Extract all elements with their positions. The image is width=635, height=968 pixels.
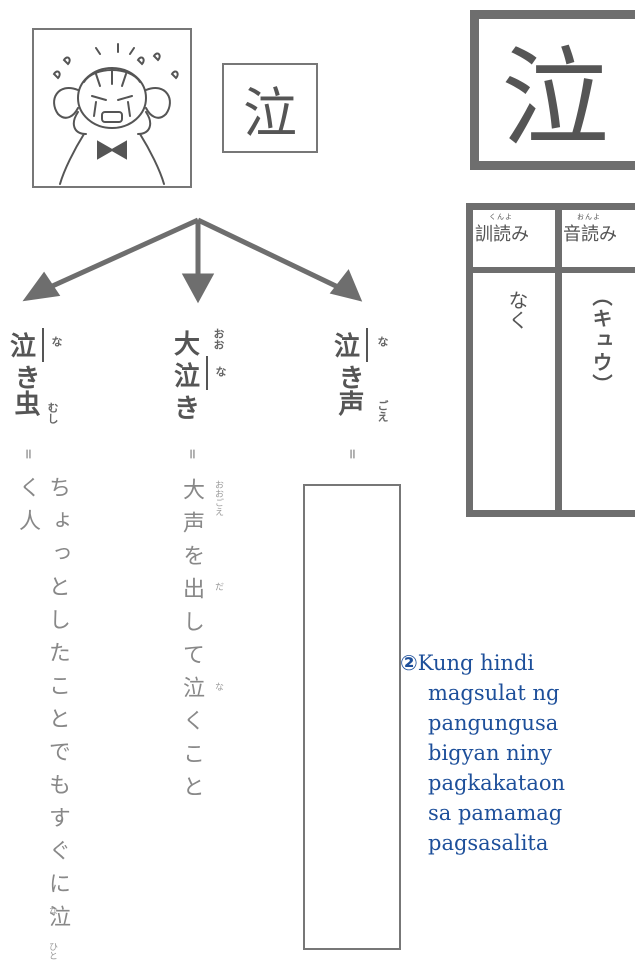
word1-char1: 泣 [10, 332, 37, 362]
tree-arrows [22, 217, 363, 304]
word1-rest: き虫 [10, 364, 40, 416]
word1-def-furi-hito: ひと [47, 942, 57, 960]
kun-reading-value: なく [505, 290, 529, 330]
word1-definition: ちょっとしたことでもすぐに泣く人 [15, 476, 70, 938]
word3-char1: 泣 [334, 332, 361, 362]
word3-okurigana-bar [366, 328, 368, 362]
word2-char2: き [174, 394, 201, 424]
instruction-text: ②Kung hindi magsulat ng pangungusa bigya… [400, 648, 635, 858]
word2-def-furi-na: な [213, 682, 223, 691]
arrow-left-head [22, 271, 61, 302]
word2-char1: 泣 [174, 362, 201, 392]
arrow-middle-head [181, 273, 215, 304]
instruction-line-6: sa pamamag [428, 801, 563, 825]
arrow-right-line [196, 217, 342, 291]
word2-furi0: おお [212, 328, 225, 350]
instruction-number: ② [400, 651, 418, 675]
readings-row-divider [473, 267, 635, 273]
crying-girl-illustration [32, 28, 192, 188]
on-header-ruby: おんよ [577, 213, 601, 221]
crying-girl-drawing [52, 43, 179, 185]
instruction-line-3: pangungusa [428, 711, 559, 735]
instruction-line-4: bigyan niny [428, 741, 552, 765]
word1-equals: = [19, 448, 36, 460]
word3-furi2: ごえ [376, 400, 389, 422]
on-reading-header: おんよ 音読み [563, 213, 617, 246]
word3-equals: = [343, 448, 360, 460]
kanji-big-box: 泣 [470, 10, 635, 170]
word3-rest: き声 [334, 364, 364, 416]
kun-header-ruby: くんよ [489, 213, 513, 221]
instruction-line-7: pagsasalita [428, 831, 549, 855]
answer-writing-box[interactable] [303, 484, 401, 950]
kanji-big: 泣 [501, 37, 610, 162]
kun-header-label: 訓読み [475, 224, 529, 245]
word1-okurigana-bar [42, 328, 44, 362]
word2-furi1: な [214, 366, 227, 377]
readings-column-divider [555, 210, 562, 510]
word2-def-furi-da: だ [213, 582, 223, 591]
instruction-line-2: magsulat ng [428, 681, 560, 705]
word2-equals: = [183, 448, 200, 460]
word1-furi2: むし [46, 402, 59, 424]
instruction-line-1: ②Kung hindi [400, 651, 535, 675]
arrow-left-line [46, 217, 200, 291]
kun-reading-header: くんよ 訓読み [475, 213, 529, 246]
word1-furi1: な [50, 336, 63, 347]
word2-def-furi-oogoe: おおごえ [213, 480, 223, 516]
arrow-right-head [329, 269, 363, 302]
word1-def-furi-na: な [47, 906, 57, 915]
on-reading-value: （キュウ） [589, 286, 613, 396]
word2-definition: 大声を出して泣くこと [179, 478, 204, 808]
word2-okurigana-bar [206, 356, 208, 390]
kanji-small: 泣 [243, 81, 297, 145]
word2-char0: 大 [174, 330, 201, 360]
readings-table: くんよ 訓読み おんよ 音読み なく （キュウ） [466, 203, 635, 517]
kanji-small-box: 泣 [222, 63, 318, 153]
instruction-line-5: pagkakataon [428, 771, 566, 795]
word3-furi1: な [376, 336, 389, 347]
on-header-label: 音読み [563, 224, 617, 245]
